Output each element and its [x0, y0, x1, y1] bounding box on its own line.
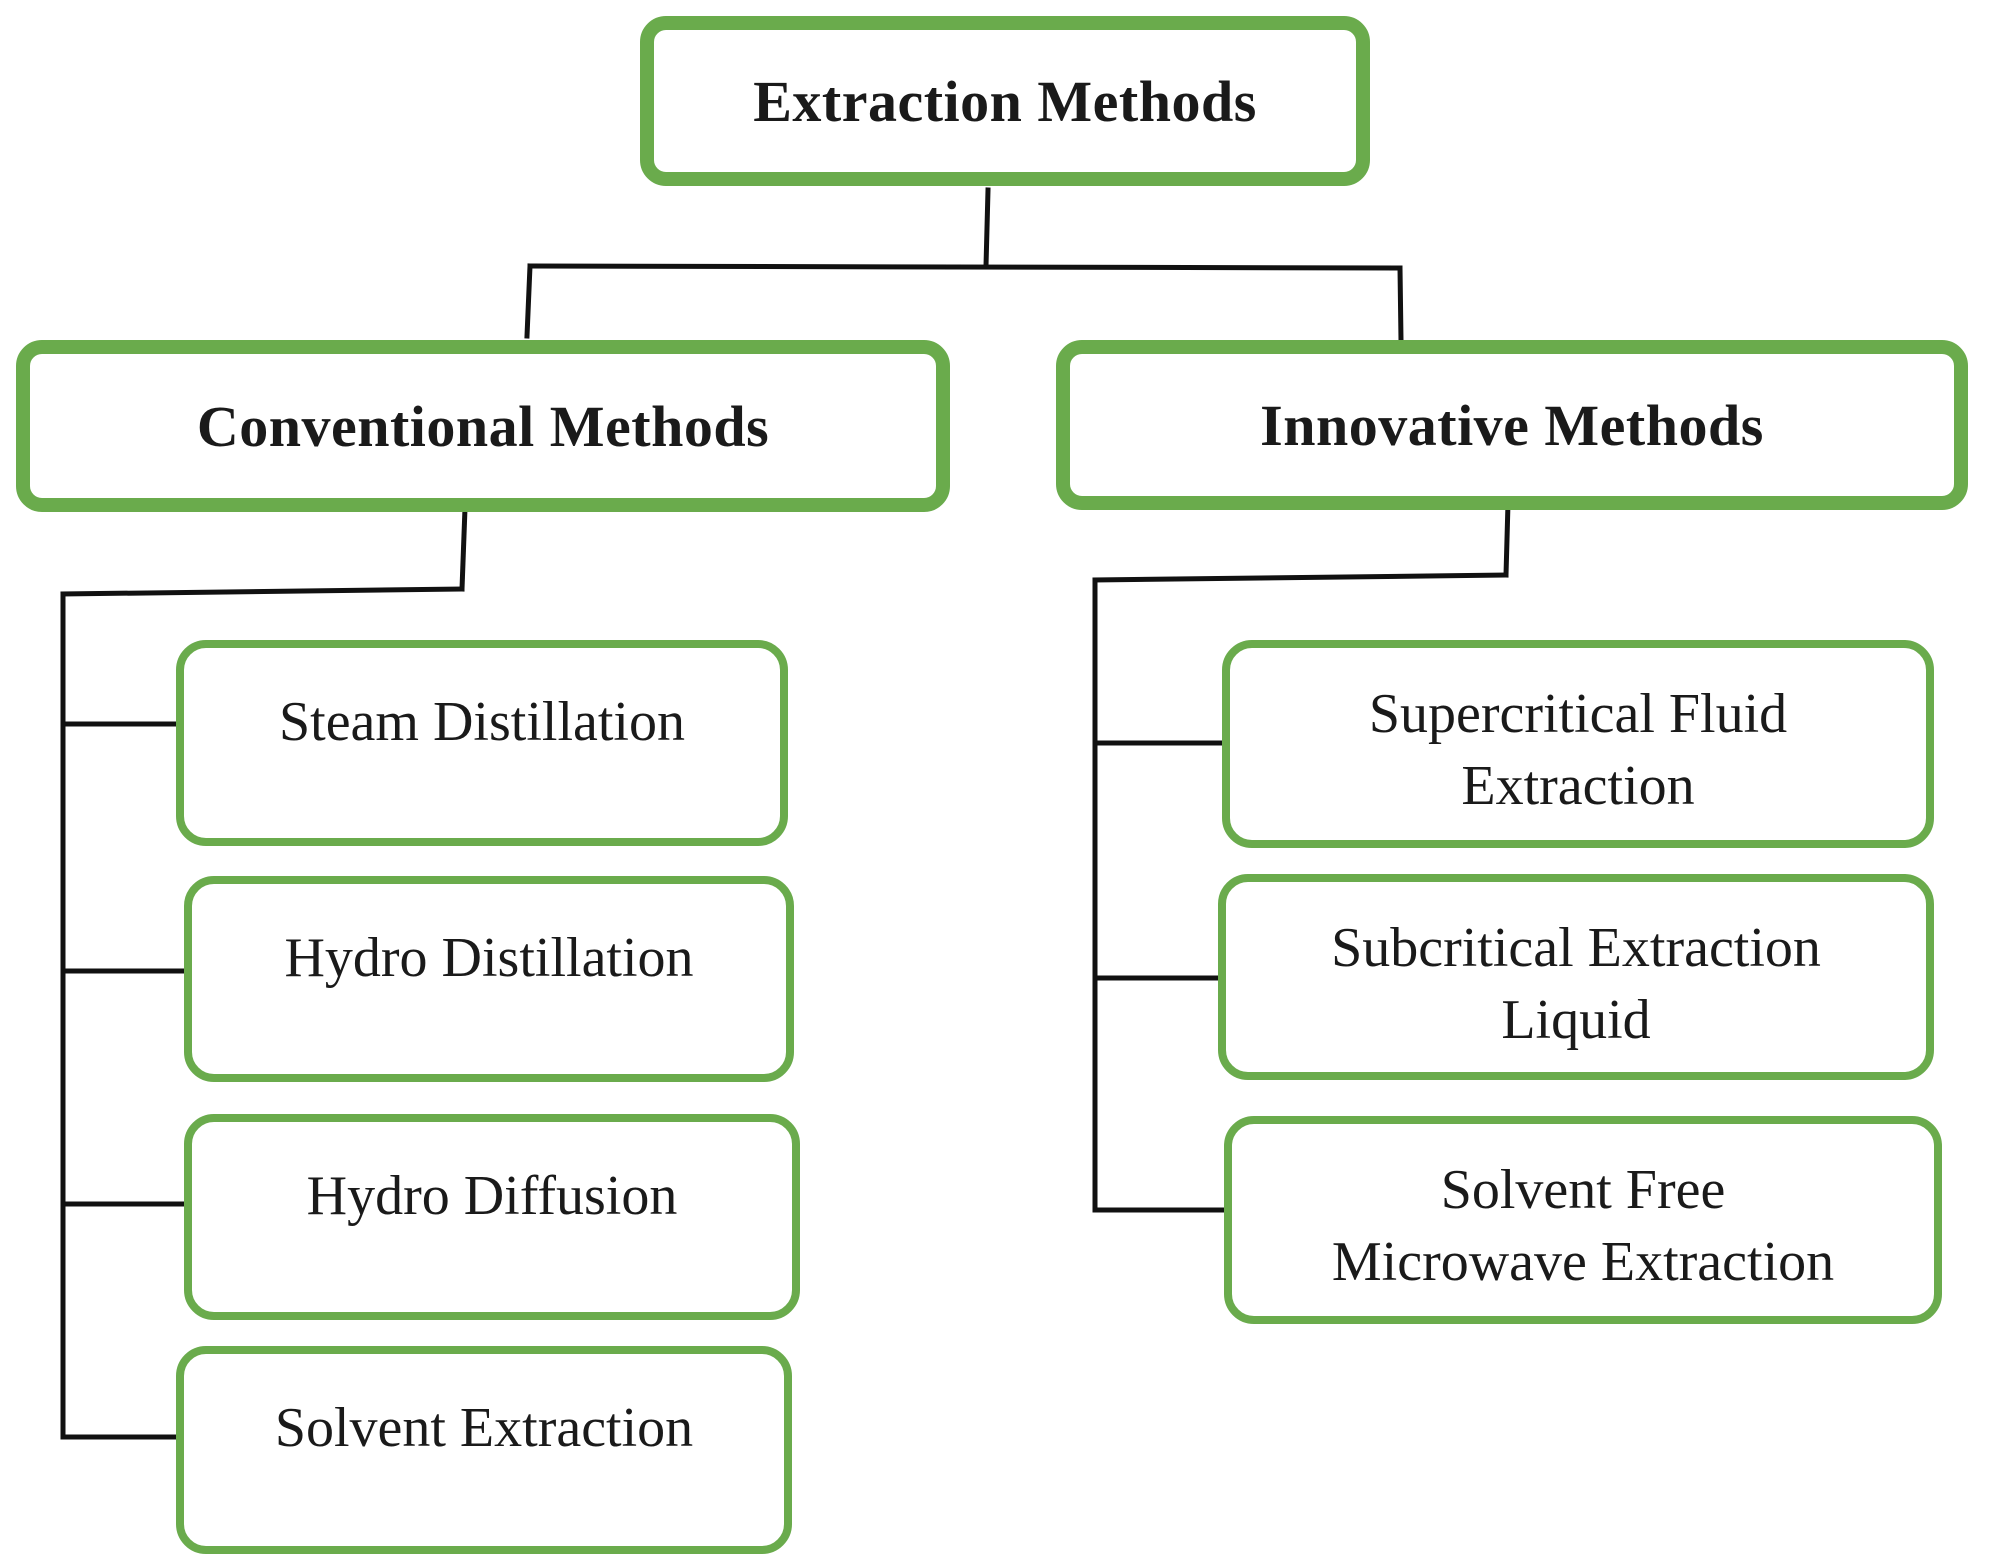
connector-branch-bar [527, 263, 1403, 271]
method-node-hydro-diffusion: Hydro Diffusion [184, 1114, 800, 1320]
method-node-label: Hydro Distillation [284, 927, 694, 989]
method-node-label-line-2: Microwave Extraction [1331, 1231, 1835, 1293]
method-node-hydro-distillation: Hydro Distillation [184, 876, 794, 1082]
connector-innovative-bar [1092, 572, 1509, 583]
method-node-subcritical-extraction-liquid: Subcritical Extraction Liquid [1218, 874, 1934, 1080]
category-node-innovative-methods: Innovative Methods [1056, 340, 1968, 510]
method-node-label-line-1: Subcritical Extraction [1331, 917, 1821, 979]
category-node-conventional-methods: Conventional Methods [16, 340, 950, 512]
method-node-label: Steam Distillation [279, 691, 685, 753]
method-node-supercritical-fluid-extraction: Supercritical Fluid Extraction [1222, 640, 1934, 848]
root-node-extraction-methods: Extraction Methods [640, 16, 1370, 186]
category-node-label: Innovative Methods [1260, 392, 1764, 458]
category-node-label: Conventional Methods [196, 393, 770, 459]
method-node-steam-distillation: Steam Distillation [176, 640, 788, 846]
connector-root-stem [983, 187, 991, 269]
method-node-label-line-1: Supercritical Fluid [1368, 683, 1788, 745]
method-node-label: Hydro Diffusion [306, 1165, 678, 1227]
connector-branch-right [1397, 265, 1404, 343]
connector-innovative-stem [1503, 500, 1511, 578]
root-node-label: Extraction Methods [753, 68, 1257, 134]
connector-branch-left [524, 263, 533, 339]
method-node-label-line-2: Liquid [1501, 989, 1651, 1051]
method-node-label-line-1: Solvent Free [1440, 1159, 1726, 1221]
method-node-label-line-2: Extraction [1461, 755, 1695, 817]
method-node-label: Solvent Extraction [274, 1397, 694, 1459]
connector-conventional-stem [459, 505, 468, 592]
method-node-solvent-extraction: Solvent Extraction [176, 1346, 792, 1554]
connector-conventional-bar [60, 586, 465, 597]
method-node-solvent-free-microwave-extraction: Solvent Free Microwave Extraction [1224, 1116, 1942, 1324]
